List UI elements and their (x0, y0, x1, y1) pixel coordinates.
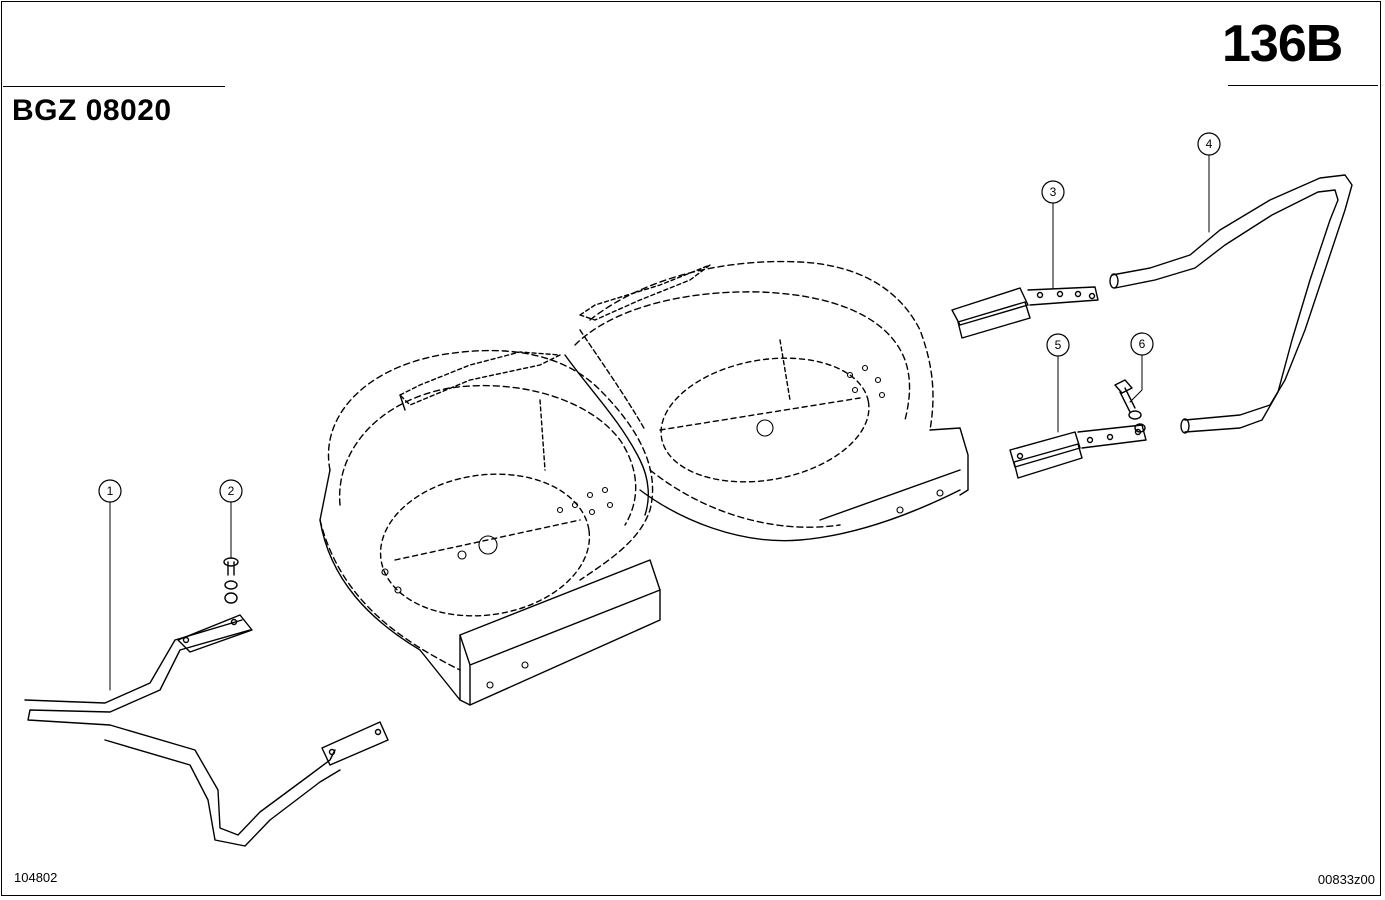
callout-2-number: 2 (228, 484, 235, 498)
callout-5 (1046, 333, 1070, 357)
mounting-bracket-5 (1009, 424, 1147, 479)
callout-3-number: 3 (1050, 185, 1057, 199)
code-rule (3, 86, 225, 87)
callout-2 (219, 479, 243, 503)
model-code: BGZ 08020 (12, 94, 172, 127)
callout-4-number: 4 (1206, 137, 1213, 151)
bolt-washer-nut-2 (223, 557, 239, 604)
page-number: 136B (1222, 15, 1343, 73)
callout-1-number: 1 (107, 484, 114, 498)
front-guard-bar (24, 614, 389, 847)
callout-3 (1041, 180, 1065, 204)
bolt-washer-nut-6 (1114, 379, 1146, 433)
mounting-bracket-3 (951, 286, 1099, 339)
callout-5-number: 5 (1055, 338, 1062, 352)
right-reference: 00833z00 (1317, 872, 1375, 887)
rear-guard-bar (1109, 174, 1353, 434)
callout-4 (1197, 132, 1221, 156)
callout-balloons (98, 132, 1221, 503)
callout-6 (1130, 332, 1154, 356)
deck-holes (381, 364, 944, 689)
title-underline (1228, 85, 1378, 86)
callout-numbers: 1 2 3 4 5 6 (107, 137, 1213, 498)
mower-deck-housing (319, 260, 969, 706)
callout-6-number: 6 (1139, 337, 1146, 351)
leader-lines (109, 154, 1210, 691)
callout-1 (98, 479, 122, 503)
left-reference: 104802 (14, 870, 58, 885)
